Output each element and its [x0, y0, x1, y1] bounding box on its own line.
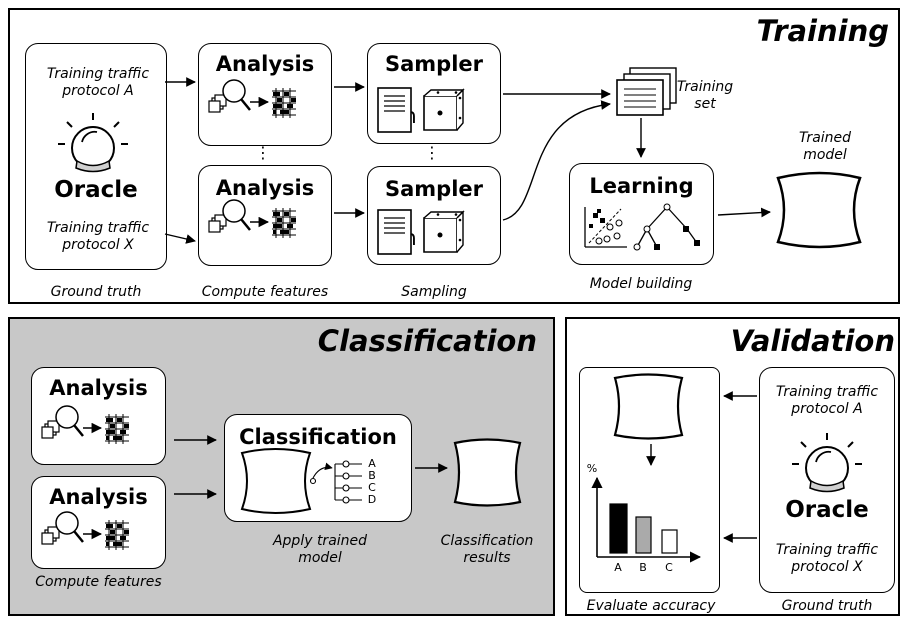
training-set-label: Training set	[676, 79, 734, 112]
training-analysis-box-x: Analysis	[198, 165, 332, 266]
classification-model-letter: A	[262, 457, 292, 506]
training-panel	[8, 8, 900, 304]
classification-option-a: A	[368, 457, 376, 470]
classification-option-b: B	[368, 469, 376, 482]
training-input-protocol-a: Training traffic protocol A	[46, 66, 150, 99]
validation-panel-title: Validation	[730, 324, 895, 358]
validation-panel	[565, 317, 900, 616]
validation-bar-label-c: C	[665, 561, 673, 574]
training-input-protocol-x: Training traffic protocol X	[46, 220, 150, 253]
validation-ground-truth-caption: Ground truth	[781, 598, 873, 614]
sampler-card-letter-x: n	[403, 226, 417, 250]
classification-compute-features-caption: Compute features	[35, 574, 162, 590]
evaluate-accuracy-caption: Evaluate accuracy	[586, 598, 716, 614]
sampling-caption: Sampling	[401, 284, 467, 300]
classification-result-label: Proto X	[461, 447, 513, 489]
classification-results-caption: Classification results	[440, 533, 534, 566]
classification-panel-title: Classification	[317, 324, 537, 358]
model-building-caption: Model building	[589, 276, 693, 292]
validation-y-axis-label: %	[586, 462, 598, 475]
training-analysis-box-a: Analysis	[198, 43, 332, 146]
validation-proto-label: Proto X	[622, 382, 674, 424]
sampler-title-x: Sampler	[384, 177, 483, 201]
learning-box: Learning	[569, 163, 714, 265]
classification-box-title: Classification	[239, 425, 397, 449]
learning-title: Learning	[589, 174, 694, 198]
training-compute-features-caption: Compute features	[201, 284, 329, 300]
training-ground-truth-caption: Ground truth	[50, 284, 142, 300]
classification-analysis-title-2: Analysis	[49, 485, 148, 509]
sampler-box-x: Sampler	[367, 166, 501, 265]
sampler-ellipsis: ⋮	[424, 143, 440, 162]
sampler-card-letter-a: n	[403, 104, 417, 128]
training-analysis-title-a: Analysis	[215, 52, 315, 76]
trained-model-label: Trained model	[798, 130, 852, 163]
validation-input-protocol-a: Training traffic protocol A	[775, 384, 879, 417]
classification-option-c: C	[368, 481, 376, 494]
trained-model-letter: A	[804, 183, 838, 239]
training-analysis-title-x: Analysis	[215, 176, 315, 200]
training-ground-truth-box	[25, 43, 167, 270]
classification-option-d: D	[367, 493, 377, 506]
training-oracle-label: Oracle	[54, 177, 138, 203]
apply-trained-model-caption: Apply trained model	[272, 533, 368, 566]
training-panel-title: Training	[756, 14, 889, 48]
validation-bar-label-a: A	[614, 561, 622, 574]
validation-bar-label-b: B	[639, 561, 647, 574]
classification-analysis-title-1: Analysis	[49, 376, 148, 400]
validation-oracle-label: Oracle	[785, 497, 869, 523]
sampler-box-a: Sampler	[367, 43, 501, 144]
validation-input-protocol-x: Training traffic protocol X	[775, 542, 879, 575]
training-analysis-ellipsis: ⋮	[255, 143, 271, 162]
classification-analysis-box-2: Analysis	[31, 476, 166, 569]
classification-box: Classification	[224, 414, 412, 522]
sampler-title-a: Sampler	[384, 52, 483, 76]
classification-analysis-box-1: Analysis	[31, 367, 166, 465]
